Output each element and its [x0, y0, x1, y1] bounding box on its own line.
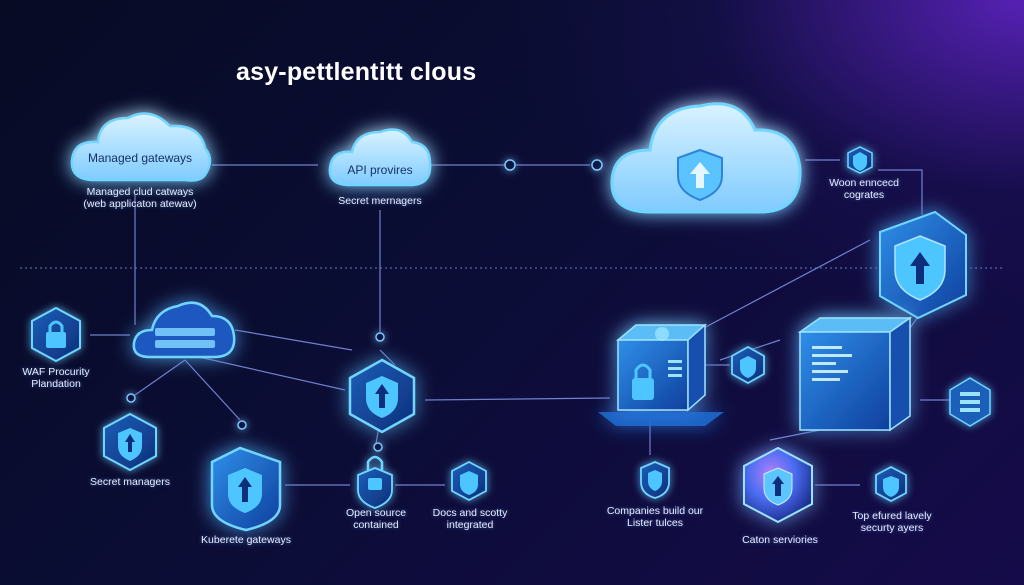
- docs-line1: Docs and scotty: [432, 507, 508, 519]
- top-layers-label: Top efured lavely securty ayers: [852, 510, 931, 534]
- top-line1: Top efured lavely: [852, 510, 932, 522]
- companies-label: Companies build our Lister tulces: [607, 505, 703, 529]
- woon-line1: Woon enncecd: [829, 177, 899, 189]
- managed-gateways-cloud-icon: [70, 112, 212, 182]
- open-source-lock-icon: [357, 455, 393, 509]
- woon-label: Woon enncecd cogrates: [829, 177, 899, 201]
- docs-security-label: Docs and scotty integrated: [433, 507, 508, 531]
- caton-services-label: Caton serviories: [742, 534, 818, 546]
- waf-label: WAF Procurity Plandation: [22, 366, 89, 390]
- companies-line2: Lister tulces: [626, 517, 684, 529]
- managed-cloud-line2: (web applicaton atewav): [83, 198, 197, 210]
- managed-cloud-gateways-label: Managed clud catways (web applicaton ate…: [83, 186, 196, 210]
- connector: [184, 359, 241, 421]
- connector: [134, 359, 186, 396]
- central-shield-hex-icon: [348, 358, 416, 434]
- open-source-label: Open source contained: [346, 507, 406, 531]
- secret-managers-hex-icon: [103, 412, 157, 472]
- woon-line2: cogrates: [843, 189, 885, 201]
- companies-shield-icon: [640, 461, 670, 499]
- small-shield-hex-icon: [731, 345, 765, 385]
- waf-lock-icon: [31, 306, 81, 363]
- managed-gateways-cloud-label: Managed gateways: [87, 151, 193, 165]
- connector: [189, 354, 346, 391]
- docs-line2: integrated: [446, 519, 494, 531]
- node-dot: [126, 393, 136, 403]
- connector: [878, 169, 923, 215]
- managed-cloud-line1: Managed clud catways: [86, 186, 194, 198]
- node-dot: [237, 420, 247, 430]
- caton-orb-icon: [743, 446, 813, 524]
- secret-managers-bottom-label: Secret managers: [90, 476, 170, 488]
- diagram-title: asy-pettlentitt clous: [236, 58, 477, 86]
- main-cloud-shield-icon: [677, 148, 723, 202]
- api-provires-cloud-icon: [328, 128, 432, 187]
- shield-card-icon: [879, 210, 967, 320]
- node-dot: [373, 442, 383, 452]
- open-source-line2: contained: [353, 519, 399, 531]
- connector: [424, 397, 611, 401]
- top-line2: securty ayers: [860, 522, 924, 534]
- secret-managers-top-label: Secret mernagers: [338, 195, 422, 207]
- server-cloud-icon: [132, 301, 236, 359]
- api-provires-cloud-label: API provires: [347, 163, 413, 177]
- secure-server-box-icon: [598, 323, 724, 426]
- kuberete-shield-icon: [210, 446, 282, 532]
- waf-line2: Plandation: [31, 378, 81, 390]
- kuberete-gateways-label: Kuberete gateways: [201, 534, 291, 546]
- connector: [699, 239, 871, 331]
- open-source-line1: Open source: [345, 507, 407, 519]
- woon-hex-icon: [847, 146, 873, 174]
- server-panel-icon: [797, 316, 913, 432]
- database-chip-icon: [949, 377, 991, 427]
- companies-line1: Companies build our: [606, 505, 704, 517]
- node-dot: [375, 332, 385, 342]
- connector: [379, 349, 396, 366]
- waf-line1: WAF Procurity: [22, 366, 90, 378]
- node-dot: [504, 159, 516, 171]
- docs-shield-icon: [451, 460, 487, 502]
- top-layers-shield-icon: [875, 465, 907, 503]
- connector-nodes: [126, 159, 603, 452]
- connector: [234, 329, 353, 351]
- node-dot: [591, 159, 603, 171]
